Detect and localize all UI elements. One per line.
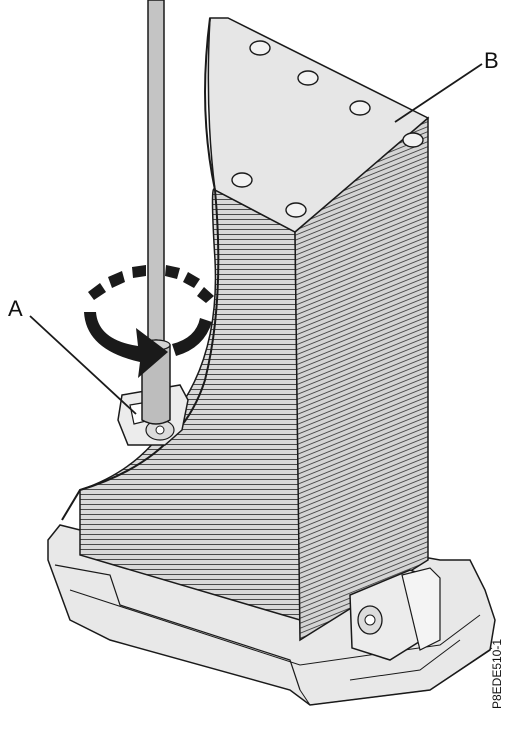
heatsink-pins xyxy=(231,40,424,218)
callout-label-b: B xyxy=(484,48,499,73)
callout-label-a: A xyxy=(8,296,23,321)
callout-b-leader xyxy=(394,63,483,123)
heatsink-left-face xyxy=(79,188,301,622)
heatsink-top xyxy=(207,17,430,233)
rotation-arrow xyxy=(84,265,214,378)
callout-a-leader xyxy=(29,315,137,415)
figure-identifier-text: P8EDE510-1 xyxy=(490,638,504,710)
cutaway-edge xyxy=(61,17,220,521)
screw-housing-front xyxy=(349,567,441,661)
figure-identifier: P8EDE510-1 xyxy=(486,614,508,734)
